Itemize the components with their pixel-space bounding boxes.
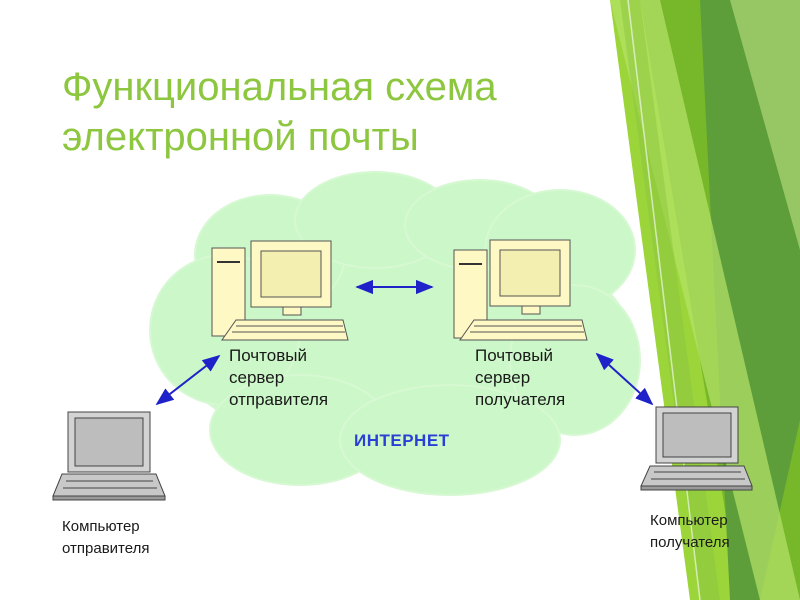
receiver-computer-label-line-2: получателя	[650, 534, 730, 551]
receiver-laptop-icon	[640, 406, 753, 491]
sender-server-label: Почтовый сервер отправителя	[229, 345, 328, 411]
sender-server-label-line-2: сервер	[229, 368, 285, 387]
receiver-server-to-laptop-arrow	[595, 352, 654, 406]
sender-server-label-line-1: Почтовый	[229, 346, 307, 365]
receiver-server-label-line-1: Почтовый	[475, 346, 553, 365]
slide-title: Функциональная схема электронной почты	[62, 62, 497, 162]
receiver-computer-label-line-1: Компьютер	[650, 512, 728, 529]
connection-arrows	[155, 279, 654, 406]
sender-server-desktop-icon	[211, 240, 349, 341]
title-line-2: электронной почты	[62, 115, 419, 159]
title-line-1: Функциональная схема	[62, 65, 497, 109]
receiver-computer-label: Компьютер получателя	[650, 510, 730, 554]
sender-laptop-to-server-arrow	[155, 354, 221, 406]
sender-laptop-icon	[52, 411, 166, 501]
sender-computer-label: Компьютер отправителя	[62, 516, 149, 560]
receiver-server-label-line-3: получателя	[475, 390, 566, 409]
receiver-server-desktop-icon	[453, 239, 588, 341]
receiver-server-label-line-2: сервер	[475, 368, 531, 387]
sender-server-label-line-3: отправителя	[229, 390, 329, 409]
decorative-green-stripes	[610, 0, 800, 600]
receiver-server-label: Почтовый сервер получателя	[475, 345, 565, 411]
sender-computer-label-line-2: отправителя	[62, 540, 150, 557]
sender-computer-label-line-1: Компьютер	[62, 518, 140, 535]
internet-label: ИНТЕРНЕТ	[354, 431, 450, 450]
